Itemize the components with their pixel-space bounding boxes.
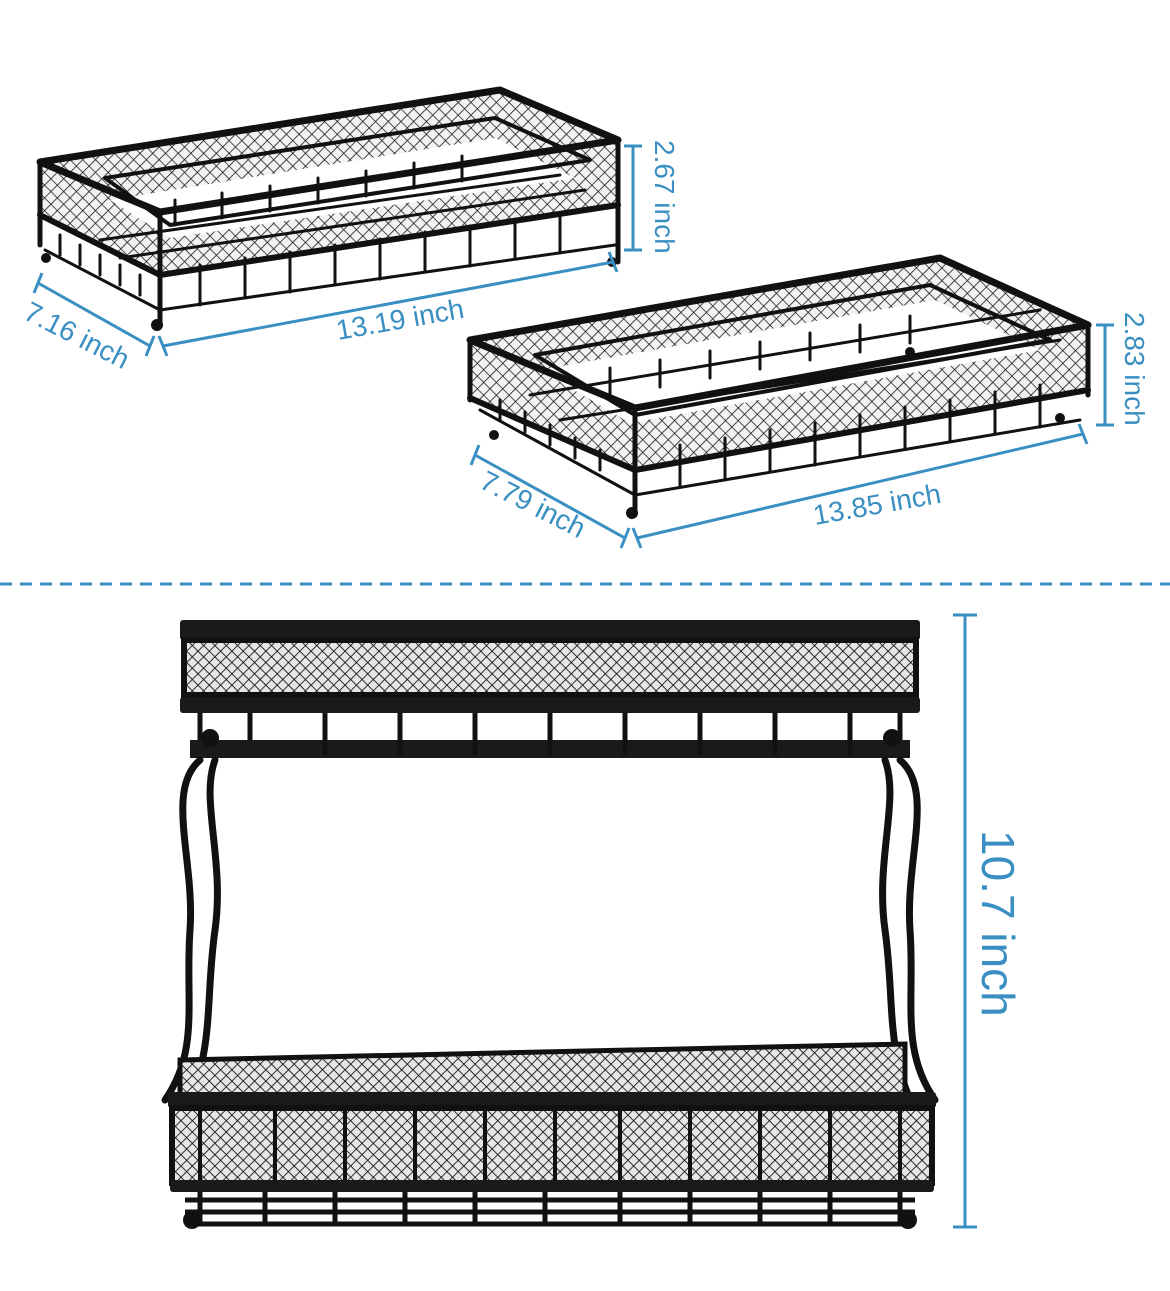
rack-height-label: 10.7 inch — [972, 830, 1024, 1017]
large-basket-width-label: 7.79 inch — [475, 465, 590, 544]
small-basket-width-label: 7.16 inch — [19, 296, 134, 375]
small-basket-height-label: 2.67 inch — [649, 140, 680, 254]
rack-height-dimension-line — [953, 613, 977, 1229]
basket-large — [466, 254, 1092, 519]
dimension-lines-small — [32, 144, 642, 357]
basket-small — [36, 86, 622, 331]
large-basket-length-label: 13.85 inch — [811, 478, 944, 531]
dimension-lines-large — [469, 323, 1114, 549]
large-basket-height-label: 2.83 inch — [1119, 312, 1150, 426]
assembled-rack — [161, 620, 939, 1229]
